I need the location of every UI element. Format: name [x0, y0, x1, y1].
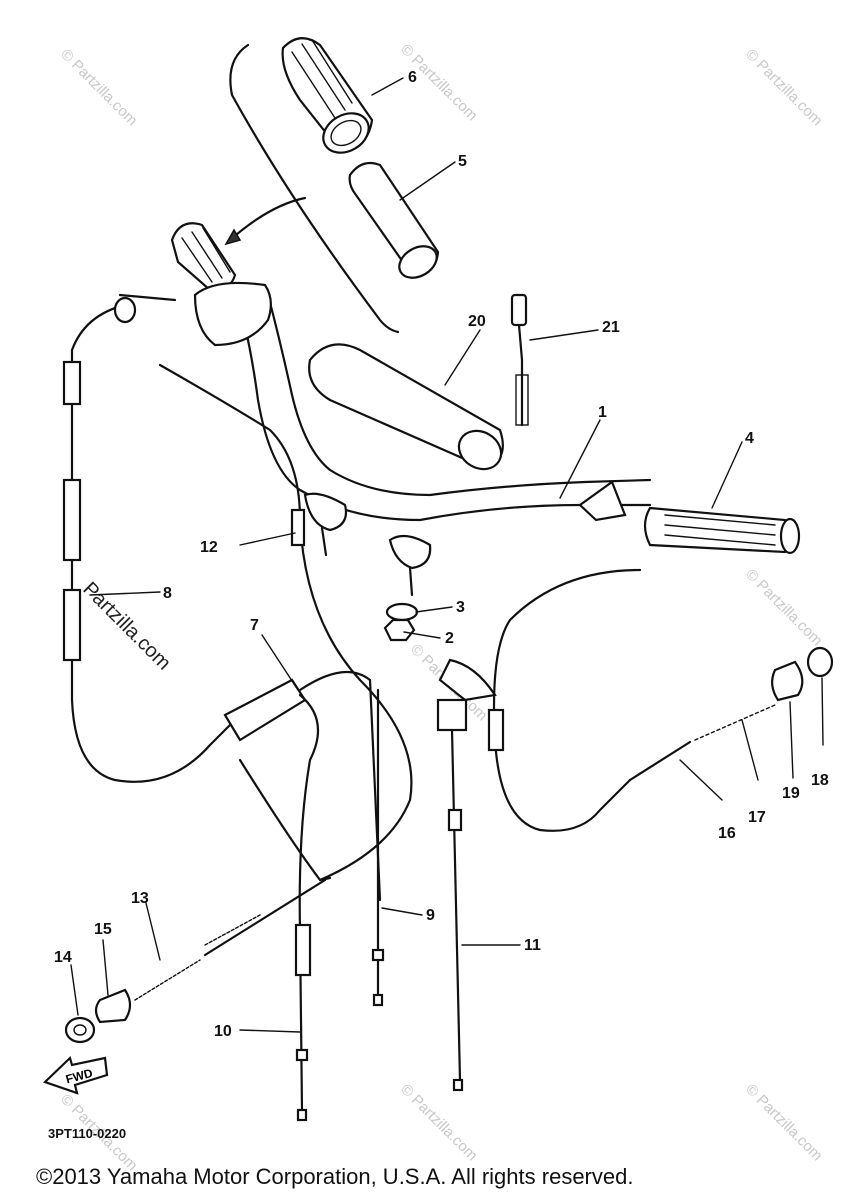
handlebar-1 [193, 281, 652, 522]
part-label-5: 5 [458, 153, 467, 170]
right-grip-4 [643, 506, 801, 555]
handlebar-pad-20 [308, 343, 504, 471]
grip-detail-bracket [224, 43, 400, 334]
copyright-notice: ©2013 Yamaha Motor Corporation, U.S.A. A… [36, 1164, 634, 1189]
part-label-1: 1 [598, 404, 607, 421]
fwd-arrow-icon: FWD [42, 1055, 109, 1095]
part-label-17: 17 [748, 809, 766, 826]
cable-10 [294, 923, 312, 1122]
cable-16 [487, 568, 776, 832]
watermark: © Partzilla.com [57, 46, 140, 129]
watermark: © Partzilla.com [742, 46, 825, 129]
part-label-12: 12 [200, 539, 218, 556]
strap-21 [510, 293, 529, 427]
leader-lines [70, 77, 824, 1033]
grip-6 [281, 37, 374, 154]
fwd-label: FWD [64, 1066, 94, 1087]
cable-12 [158, 363, 413, 882]
part-label-11: 11 [524, 937, 541, 954]
watermark: © Partzilla.com [742, 1081, 825, 1164]
part-label-7: 7 [250, 617, 259, 634]
cable-8 [62, 293, 232, 783]
part-label-13: 13 [131, 890, 149, 907]
part-label-8: 8 [163, 585, 172, 602]
part-label-15: 15 [94, 921, 112, 938]
part-label-6: 6 [408, 69, 417, 86]
part-label-19: 19 [782, 785, 800, 802]
part-label-14: 14 [54, 949, 72, 966]
part-label-16: 16 [718, 825, 736, 842]
drawing-code: 3PT110-0220 [48, 1126, 126, 1141]
left-grip [170, 222, 237, 292]
part-label-3: 3 [456, 599, 465, 616]
part-label-2: 2 [445, 630, 454, 647]
watermark: © Partzilla.com [742, 566, 825, 649]
grip-sleeve-5 [348, 161, 440, 279]
adjusters [64, 646, 834, 1044]
cable-11 [436, 658, 497, 1092]
part-label-10: 10 [214, 1023, 232, 1040]
part-label-4: 4 [745, 430, 754, 447]
part-label-18: 18 [811, 772, 829, 789]
watermark: © Partzilla.com [397, 1081, 480, 1164]
cable-9 [371, 688, 385, 1007]
part-label-9: 9 [426, 907, 435, 924]
part-labels: 6 5 20 21 1 4 12 8 3 7 2 18 19 17 16 13 … [54, 69, 829, 1040]
watermarks: © Partzilla.com © Partzilla.com © Partzi… [57, 41, 825, 1174]
spring-13 [134, 878, 327, 1001]
handlebar-clamps [303, 492, 432, 642]
part-label-21: 21 [602, 319, 620, 336]
part-label-20: 20 [468, 313, 486, 330]
cable-7 [223, 670, 382, 1112]
